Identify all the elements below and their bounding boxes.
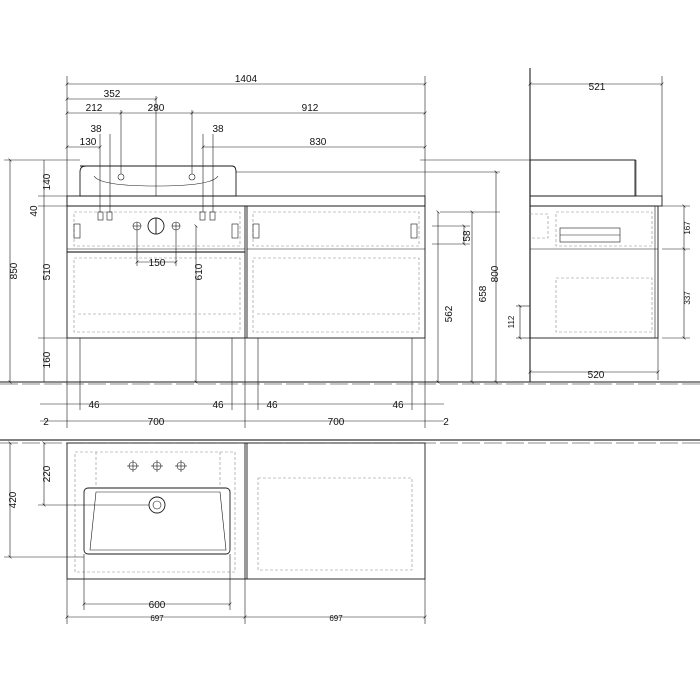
dim-2-right: 2 — [443, 417, 449, 428]
vanity-cabinet — [66, 205, 426, 339]
washbasin-side — [529, 159, 636, 197]
dim-112: 112 — [507, 315, 516, 328]
dim-38-left: 38 — [90, 124, 102, 135]
side-dimensions: 521 520 167 337 112 — [420, 76, 692, 381]
dim-46-d: 46 — [392, 400, 404, 411]
dim-58: 58 — [462, 230, 473, 242]
dim-850: 850 — [9, 262, 20, 279]
dim-46-a: 46 — [88, 400, 100, 411]
cabinet-plan — [66, 442, 426, 580]
dim-520: 520 — [588, 370, 605, 381]
floor-line — [0, 381, 700, 385]
front-view: 1404 352 212 280 912 38 38 130 83 — [0, 68, 700, 428]
dim-220: 220 — [42, 465, 53, 482]
dim-697-right: 697 — [329, 614, 343, 623]
front-dimensions: 1404 352 212 280 912 38 38 130 83 — [4, 74, 501, 428]
dim-46-b: 46 — [212, 400, 224, 411]
dim-337: 337 — [683, 291, 692, 305]
dim-38-right: 38 — [212, 124, 224, 135]
dim-212: 212 — [86, 103, 103, 114]
dim-46-c: 46 — [266, 400, 278, 411]
dim-510: 510 — [42, 263, 53, 280]
dim-521: 521 — [589, 82, 606, 93]
dim-697-left: 697 — [150, 614, 164, 623]
dim-600: 600 — [149, 600, 166, 611]
dim-160: 160 — [42, 351, 53, 368]
dim-2-left: 2 — [43, 417, 49, 428]
dim-700-left: 700 — [148, 417, 165, 428]
dim-420: 420 — [8, 491, 19, 508]
cabinet-side — [529, 205, 659, 339]
dim-overall-width: 1404 — [235, 74, 258, 85]
dim-40: 40 — [29, 205, 40, 217]
dim-658: 658 — [478, 285, 489, 302]
dim-610: 610 — [194, 263, 205, 280]
dim-140: 140 — [42, 173, 53, 190]
dim-912: 912 — [302, 103, 319, 114]
dim-167: 167 — [683, 221, 692, 235]
side-view: 521 520 167 337 112 — [420, 76, 692, 381]
plan-view: 420 220 600 697 697 — [0, 439, 700, 624]
plan-dimensions: 420 220 600 697 697 — [4, 441, 427, 624]
dim-150: 150 — [149, 258, 166, 269]
dim-800: 800 — [490, 265, 501, 282]
washbasin-front — [79, 150, 237, 197]
washbasin-plan — [83, 487, 231, 555]
dim-830: 830 — [310, 137, 327, 148]
countertop — [66, 195, 426, 207]
tap-holes — [127, 460, 187, 472]
dim-352: 352 — [104, 89, 121, 100]
dim-562: 562 — [444, 305, 455, 322]
dim-130: 130 — [80, 137, 97, 148]
dim-700-right: 700 — [328, 417, 345, 428]
